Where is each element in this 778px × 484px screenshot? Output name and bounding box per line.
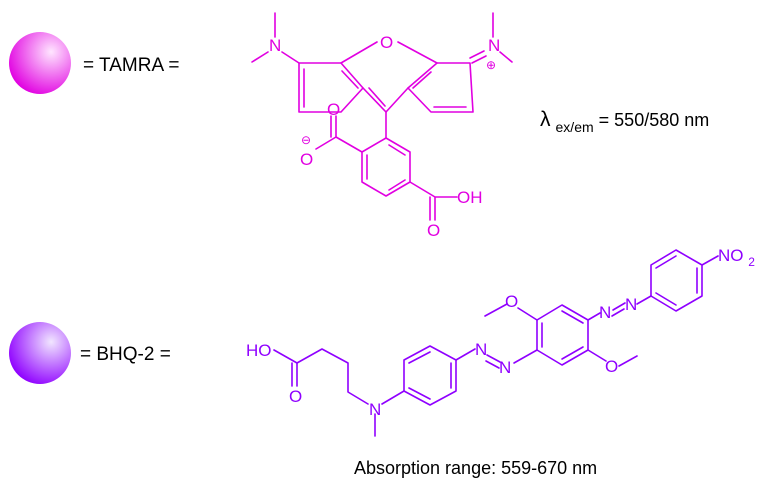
tamra-right-ring-inner-bonds — [412, 71, 467, 108]
bhq2-atom-o-methoxy-bottom: O — [605, 357, 618, 376]
bhq2-atom-n-amine: N — [369, 400, 381, 419]
bhq2-azo2-bonds — [587, 302, 626, 321]
tamra-pendant-ring-inner-bonds — [366, 144, 406, 191]
tamra-atom-n-right: N — [488, 36, 500, 55]
bhq2-aniline-link — [381, 390, 405, 405]
tamra-wavelength: λ ex/em = 550/580 nm — [540, 108, 709, 136]
bhq2-nitro-group: NO 2 — [718, 246, 755, 269]
bhq2-absorption-range: Absorption range: 559-670 nm — [354, 458, 597, 478]
bhq2-atom-n-azo1-a: N — [475, 340, 487, 359]
bhq2-methoxy-bottom — [587, 349, 638, 367]
tamra-left-ring — [298, 62, 364, 113]
tamra-sphere — [9, 32, 71, 94]
tamra-atom-o-acid: O — [427, 221, 440, 240]
tamra-atom-o-bridge: O — [380, 33, 393, 52]
bhq2-nitro-no: NO — [718, 246, 744, 265]
wavelength-value: = 550/580 nm — [599, 110, 710, 130]
tamra-left-nme2-bonds — [251, 12, 300, 64]
bhq2-central-ring-inner-bonds — [541, 310, 584, 360]
bhq2-legend: = BHQ-2 = — [9, 322, 171, 384]
bhq2-aniline-ring-inner-bonds — [408, 351, 452, 400]
tamra-pendant-ring — [361, 137, 411, 197]
bhq2-atom-o-carbonyl: O — [289, 387, 302, 406]
bhq2-nitrophenyl-ring-inner-bonds — [655, 255, 698, 306]
bhq2-central-ring — [536, 304, 589, 366]
bhq2-sphere — [9, 322, 71, 384]
bhq2-nitro-subscript: 2 — [748, 255, 755, 269]
bhq2-atom-n-azo2-b: N — [625, 295, 637, 314]
tamra-atom-o-carboxylate-top: O — [327, 100, 340, 119]
tamra-minus-charge: ⊖ — [301, 133, 311, 147]
bhq2-carbonyl — [291, 362, 298, 387]
bhq2-nitrophenyl-ring — [650, 249, 703, 312]
tamra-iminium-double-bond — [469, 50, 487, 64]
bhq2-atom-ho: HO — [246, 341, 272, 360]
bhq2-nitro-bond — [701, 255, 719, 266]
tamra-acid-bonds — [409, 181, 458, 221]
tamra-plus-charge: ⊕ — [486, 58, 496, 72]
bhq2-acid-chain — [273, 348, 369, 405]
tamra-central-double-bond — [368, 87, 386, 107]
bhq2-atom-n-azo1-b: N — [499, 358, 511, 377]
bhq2-nitrophenyl-link — [636, 295, 652, 305]
tamra-atom-o-carboxylate-side: O — [300, 150, 313, 169]
bhq2-central-ring-link — [513, 349, 538, 364]
bhq2-atom-labels: HO O N N N O O N N NO 2 — [246, 246, 755, 419]
bhq2-structure — [273, 249, 719, 437]
tamra-legend: = TAMRA = — [9, 32, 179, 94]
tamra-left-ring-inner-bonds — [303, 68, 359, 108]
tamra-atom-labels: N O N ⊕ ⊖ O O O OH — [269, 33, 500, 240]
bhq2-methoxy-top — [484, 303, 538, 321]
bhq2-label: = BHQ-2 = — [80, 344, 171, 365]
tamra-right-ring — [407, 62, 474, 113]
bhq2-aniline-ring — [403, 345, 457, 406]
tamra-right-nme2-bonds — [492, 12, 513, 63]
tamra-structure — [251, 12, 513, 221]
tamra-carboxylate-bonds — [315, 115, 363, 153]
tamra-pyran-bridge — [340, 41, 438, 113]
bhq2-azo1-bonds — [455, 348, 501, 369]
bhq2-atom-n-azo2-a: N — [599, 303, 611, 322]
tamra-atom-n-left: N — [269, 36, 281, 55]
tamra-atom-oh: OH — [457, 188, 483, 207]
lambda-subscript: ex/em — [556, 119, 594, 135]
tamra-label: = TAMRA = — [83, 55, 179, 76]
bhq2-atom-o-methoxy-top: O — [505, 292, 518, 311]
lambda-symbol: λ — [540, 108, 551, 131]
